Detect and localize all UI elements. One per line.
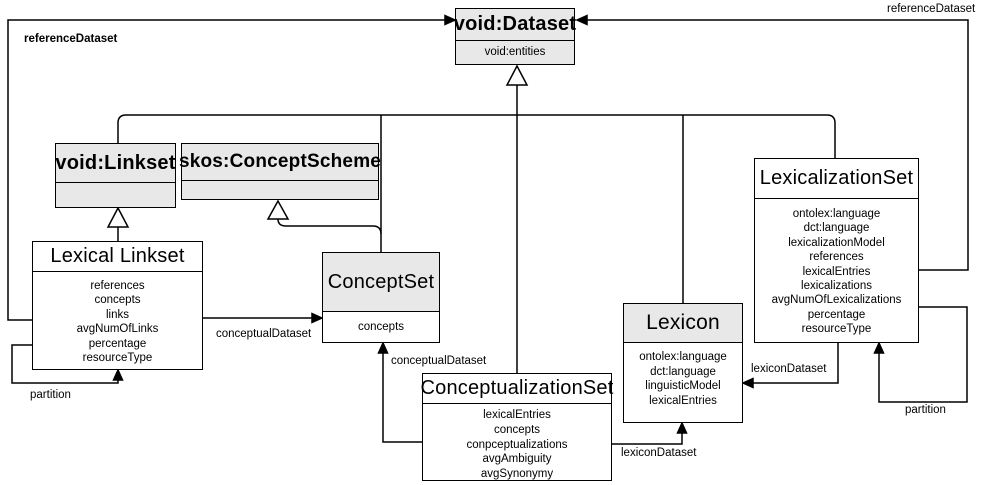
filled-arrow-icon — [741, 377, 754, 389]
class-void-dataset: void:Dataset void:entities — [453, 8, 577, 65]
class-title: Lexicon — [646, 311, 720, 334]
hollow-triangle-icon — [266, 199, 290, 220]
filled-arrow-icon — [311, 312, 324, 324]
generalization-void-dataset-backbone — [117, 64, 836, 373]
edge-label-lexicon-dataset-1: lexiconDataset — [750, 363, 828, 376]
class-attribute: concepts — [357, 320, 405, 333]
class-attribute: dct:language — [803, 222, 870, 235]
filled-arrow-icon — [444, 14, 457, 26]
edge-conceptual-dataset-1 — [203, 312, 324, 324]
class-attribute: void:entities — [484, 46, 546, 59]
class-header: void:Linkset — [55, 144, 176, 183]
class-attribute: dct:language — [650, 365, 716, 378]
edge-partition-right — [873, 306, 968, 403]
class-attribute: lexicalizationModel — [788, 236, 885, 249]
edge-partition-left — [11, 344, 124, 384]
edge-label-partition-right: partition — [904, 404, 947, 417]
edge-reference-dataset-left — [7, 14, 457, 321]
filled-arrow-icon — [873, 341, 885, 354]
class-attribute: avgAmbiguity — [482, 453, 552, 466]
class-attributes — [56, 183, 175, 207]
generalization-lexical-linkset — [106, 206, 130, 241]
class-attribute: conpceptualizations — [466, 438, 568, 451]
class-attributes — [182, 181, 378, 199]
class-header: skos:ConceptScheme — [178, 144, 382, 181]
edge-label-reference-dataset-right: referenceDataset — [886, 3, 977, 16]
class-attribute: links — [105, 308, 129, 321]
class-header: ConceptSet — [323, 253, 439, 312]
filled-arrow-icon — [575, 14, 588, 26]
class-attribute: ontolex:language — [639, 351, 727, 363]
class-attribute: percentage — [807, 308, 866, 321]
filled-arrow-icon — [377, 341, 389, 354]
edge-label-partition-left: partition — [29, 389, 72, 402]
edge-conceptual-dataset-2 — [377, 341, 422, 443]
class-conceptset: ConceptSet concepts — [322, 252, 440, 343]
edge-label-lexicon-dataset-2: lexiconDataset — [620, 447, 698, 460]
filled-arrow-icon — [112, 368, 124, 381]
edge-label-reference-dataset-left: referenceDataset — [23, 33, 119, 46]
class-title: LexicalizationSet — [759, 167, 914, 189]
class-attribute: avgNumOfLinks — [76, 323, 159, 336]
class-attribute: concepts — [94, 294, 141, 307]
class-lexicon: Lexicon ontolex:language dct:language ling… — [623, 303, 743, 423]
class-attribute: lexicalEntries — [649, 394, 717, 407]
class-attribute: ontolex:language — [792, 208, 881, 220]
class-header: LexicalizationSet — [755, 159, 918, 199]
class-attributes: ontolex:language dct:language linguisticMo… — [624, 343, 742, 422]
class-attribute: lexicalizations — [801, 280, 872, 293]
class-title: void:Linkset — [55, 151, 176, 174]
class-attribute: references — [90, 280, 145, 292]
hollow-triangle-icon — [106, 206, 130, 228]
class-lexicalizationset: LexicalizationSet ontolex:language dct:la… — [754, 158, 919, 343]
edge-lexicon-dataset-2 — [612, 421, 688, 445]
class-attribute: resourceType — [82, 352, 153, 365]
class-attributes: lexicalEntries concepts conpceptualization… — [423, 404, 611, 482]
edge-reference-dataset-right — [575, 14, 969, 271]
filled-arrow-icon — [676, 421, 688, 434]
class-attribute: avgNumOfLexicalizations — [771, 294, 902, 307]
class-title: void:Dataset — [453, 13, 577, 35]
class-attribute: lexicalEntries — [483, 409, 551, 421]
class-header: Lexicon — [624, 304, 742, 343]
class-attribute: avgSynonymy — [480, 468, 554, 481]
class-attribute: percentage — [88, 337, 147, 350]
edge-lexicon-dataset-1 — [741, 343, 839, 389]
edge-label-conceptual-dataset-2: conceptualDataset — [390, 355, 488, 368]
class-attribute: lexicalEntries — [802, 265, 871, 278]
class-conceptualizationset: ConceptualizationSet lexicalEntries conce… — [420, 373, 614, 482]
class-title: ConceptSet — [327, 270, 435, 293]
class-header: void:Dataset — [453, 9, 577, 41]
hollow-triangle-icon — [505, 64, 529, 86]
class-attributes: concepts — [323, 312, 439, 342]
class-attribute: resourceType — [801, 323, 872, 336]
class-skos-conceptscheme: skos:ConceptScheme — [178, 143, 382, 200]
class-attribute: linguisticModel — [645, 380, 721, 393]
class-title: ConceptualizationSet — [420, 377, 614, 399]
class-attribute: references — [809, 251, 864, 264]
class-void-linkset: void:Linkset — [55, 143, 176, 208]
class-title: Lexical Linkset — [50, 245, 185, 267]
generalization-conceptset-skos — [266, 199, 382, 235]
edge-label-conceptual-dataset-1: conceptualDataset — [215, 328, 313, 341]
class-header: ConceptualizationSet — [420, 374, 614, 404]
class-attribute: concepts — [493, 423, 541, 436]
class-header: Lexical Linkset — [33, 242, 202, 272]
class-attributes: void:entities — [456, 41, 574, 64]
class-title: skos:ConceptScheme — [178, 151, 382, 172]
